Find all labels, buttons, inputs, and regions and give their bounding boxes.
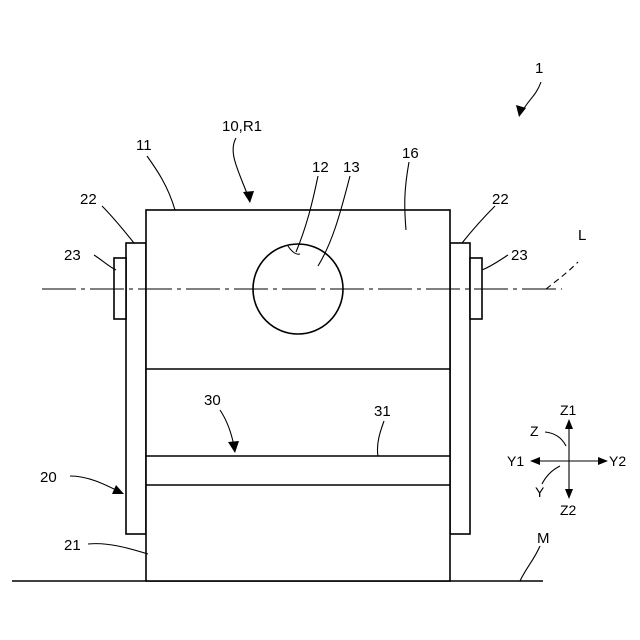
label-22-right: 22	[492, 191, 509, 208]
arrowhead-10	[243, 191, 254, 203]
leader-23-left	[94, 255, 116, 270]
label-10-R1: 10,R1	[222, 118, 262, 135]
leader-M	[520, 546, 540, 581]
label-16: 16	[402, 145, 419, 162]
axis-label-z: Z	[530, 423, 539, 439]
label-11: 11	[136, 137, 152, 154]
right-frame-plate	[450, 243, 470, 534]
axes-indicator: Z1 Z2 Y1 Y2 Z Y	[507, 402, 626, 518]
label-20: 20	[40, 469, 57, 486]
axis-z2-arrowhead	[565, 489, 573, 499]
axis-label-z2: Z2	[560, 502, 577, 518]
label-12: 12	[312, 159, 329, 176]
leader-1	[522, 82, 541, 112]
leader-20	[70, 476, 118, 491]
label-23-left: 23	[64, 247, 81, 264]
axis-label-z1: Z1	[560, 402, 577, 418]
label-L: L	[578, 227, 586, 244]
axis-y-leader	[542, 466, 560, 484]
leader-10	[233, 138, 248, 196]
label-1: 1	[535, 60, 543, 77]
axis-z-leader	[545, 432, 566, 446]
axis-z1-arrowhead	[565, 419, 573, 429]
left-frame-plate	[126, 243, 146, 534]
label-22-left: 22	[80, 191, 97, 208]
label-M: M	[537, 530, 550, 547]
label-30: 30	[204, 392, 221, 409]
leader-22-left	[102, 206, 134, 243]
axis-y2-arrowhead	[598, 457, 608, 465]
leader-23-right	[482, 255, 508, 270]
axis-line-L-leader	[546, 262, 578, 289]
axis-label-y2: Y2	[609, 453, 626, 469]
axis-y1-arrowhead	[530, 457, 540, 465]
label-13: 13	[343, 159, 360, 176]
label-21: 21	[64, 537, 81, 554]
label-23-right: 23	[511, 247, 528, 264]
leader-22-right	[462, 206, 495, 243]
axis-label-y1: Y1	[507, 453, 524, 469]
label-31: 31	[374, 403, 391, 420]
leader-21	[88, 544, 148, 554]
leader-11	[147, 156, 175, 210]
axis-label-y: Y	[535, 484, 545, 500]
